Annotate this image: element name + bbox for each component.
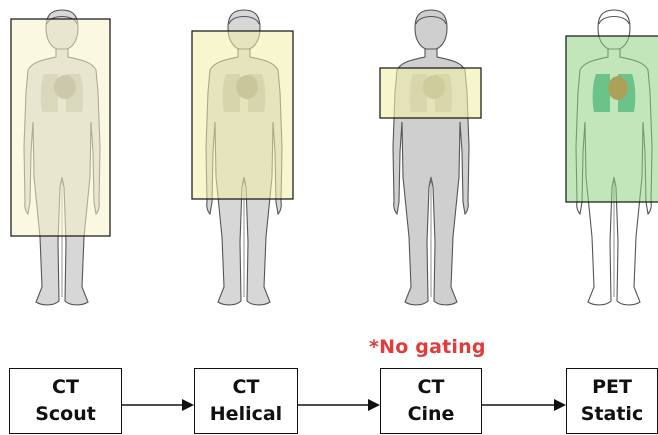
step-box-pet-static: PET Static bbox=[566, 368, 658, 434]
scan-region-ct-scout bbox=[11, 19, 110, 236]
step-line1: CT bbox=[233, 374, 260, 401]
step-line2: Scout bbox=[35, 401, 96, 428]
step-box-ct-cine: CT Cine bbox=[380, 368, 482, 434]
step-line2: Helical bbox=[210, 401, 282, 428]
step-line2: Cine bbox=[408, 401, 455, 428]
scan-region-ct-cine bbox=[380, 68, 481, 118]
step-line1: CT bbox=[418, 374, 445, 401]
scan-region-pet-static bbox=[566, 36, 658, 202]
body-figure-ct-cine bbox=[393, 10, 469, 305]
step-line1: PET bbox=[592, 374, 632, 401]
flow-arrows bbox=[122, 399, 566, 411]
step-line2: Static bbox=[581, 401, 643, 428]
step-line1: CT bbox=[52, 374, 79, 401]
step-box-ct-scout: CT Scout bbox=[9, 368, 122, 434]
scan-region-ct-helical bbox=[192, 31, 293, 199]
no-gating-note: *No gating bbox=[369, 336, 499, 358]
step-box-ct-helical: CT Helical bbox=[194, 368, 298, 434]
